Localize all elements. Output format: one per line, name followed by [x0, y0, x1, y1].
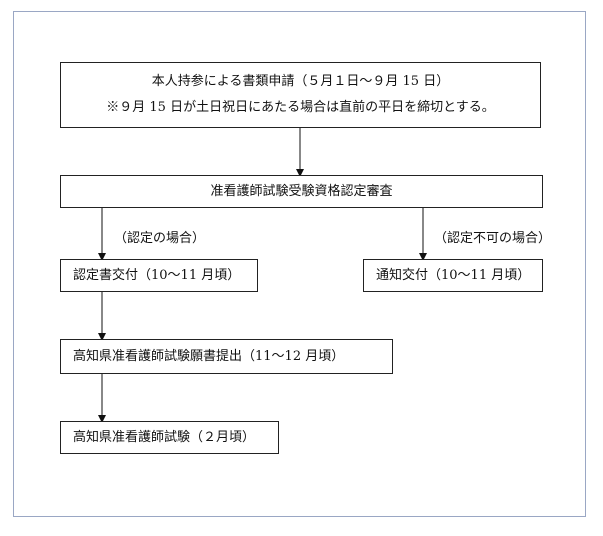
branch-label-approved: （認定の場合）	[114, 231, 206, 246]
exam-box: 高知県准看護師試験（２月頃）	[60, 421, 279, 454]
application-box: 高知県准看護師試験願書提出（11～12 月頃）	[60, 339, 393, 374]
submission-line-2: ※９月 15 日が土日祝日にあたる場合は直前の平日を締切とする。	[106, 100, 495, 115]
submission-line-1: 本人持参による書類申請（５月１日～９月 15 日）	[151, 74, 450, 89]
diagram-frame	[13, 11, 586, 517]
notice-box: 通知交付（10～11 月頃）	[363, 259, 543, 292]
submission-box: 本人持参による書類申請（５月１日～９月 15 日） ※９月 15 日が土日祝日に…	[60, 62, 541, 128]
branch-label-rejected: （認定不可の場合）	[434, 231, 552, 246]
review-box: 准看護師試験受験資格認定審査	[60, 175, 543, 208]
certificate-box: 認定書交付（10～11 月頃）	[60, 259, 258, 292]
